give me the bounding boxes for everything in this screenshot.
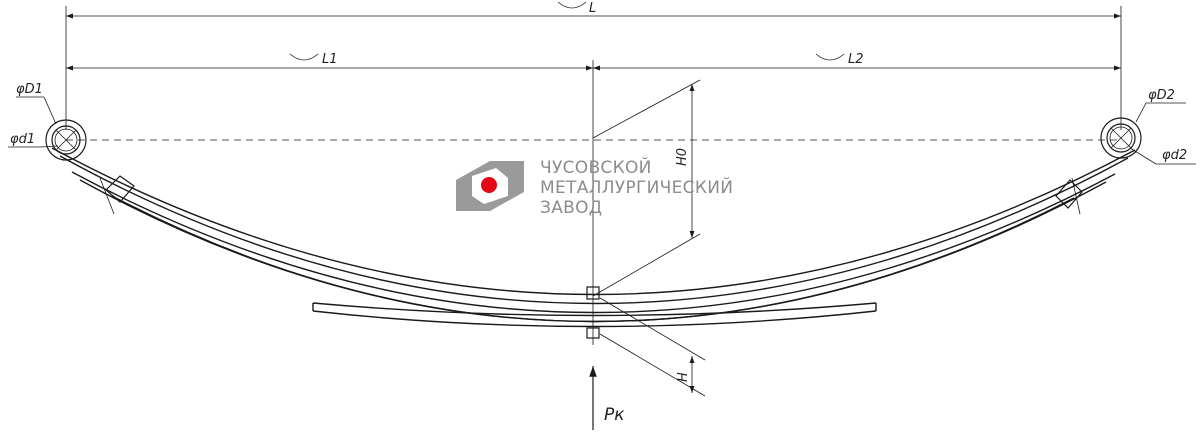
right-eye-inner-label: φd2 xyxy=(1162,148,1187,163)
logo-line-2: МЕТАЛЛУРГИЧЕСКИЙ xyxy=(540,176,733,198)
logo-dot xyxy=(481,177,497,193)
company-logo: ЧУСОВСКОЙ МЕТАЛЛУРГИЧЕСКИЙ ЗАВОД xyxy=(456,156,733,218)
dimension-total-length: L xyxy=(66,1,1121,19)
dimension-right-length: L2 xyxy=(593,52,1121,71)
dimension-left-length: L1 xyxy=(66,52,593,71)
right-eye-outer-label: φD2 xyxy=(1148,88,1175,103)
dim-label-H0: H0 xyxy=(675,148,690,166)
dim-label-L: L xyxy=(589,1,596,16)
dimension-height: H xyxy=(599,297,706,397)
right-clip xyxy=(1055,177,1083,215)
dimension-free-height: H0 xyxy=(592,79,701,297)
dim-label-H: H xyxy=(676,372,691,382)
logo-line-1: ЧУСОВСКОЙ xyxy=(540,156,652,178)
load-label: Pк xyxy=(604,405,625,425)
dim-label-L1: L1 xyxy=(322,52,338,67)
center-bolt xyxy=(586,286,600,339)
left-eye-outer-label: φD1 xyxy=(16,82,43,97)
left-eye xyxy=(8,96,87,161)
left-eye-inner-label: φd1 xyxy=(10,132,35,147)
logo-line-3: ЗАВОД xyxy=(540,198,602,218)
dim-label-L2: L2 xyxy=(848,52,864,67)
left-clip xyxy=(99,175,135,215)
load-arrow: Pк xyxy=(589,366,625,430)
right-eye xyxy=(1100,102,1196,165)
leaf-spring xyxy=(51,147,1136,328)
